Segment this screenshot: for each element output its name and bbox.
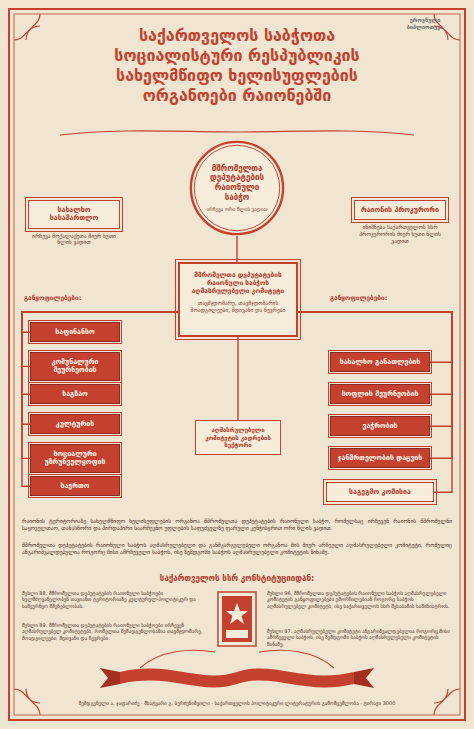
section-heading: საქართველოს სსრ კონსტიტუციიდან: xyxy=(80,574,394,584)
connector-line xyxy=(22,312,178,486)
connector-line xyxy=(236,236,237,262)
node-title: მშრომელთა დეპუტატების რაიონული საბჭოს აღ… xyxy=(186,271,290,295)
department-box: საგზაო xyxy=(30,384,120,404)
department-box: სოფლის მეურნეობის xyxy=(330,384,430,404)
prosecutor-box: რაიონის პროკურორიინიშნება საქართველოს სს… xyxy=(354,200,446,220)
department-box: საერთო xyxy=(30,476,120,496)
connector-line xyxy=(298,312,452,426)
department-box: სახალხო განათლების xyxy=(330,352,430,372)
note-text: რაიონის ტერიტორიაზე სახელმწიფო ხელისუფლე… xyxy=(22,518,452,532)
connector-line xyxy=(298,312,452,394)
sector-box: აღმასრულებელი კომიტეტის კადრების სექტორი xyxy=(195,420,281,455)
connector-line xyxy=(237,337,238,420)
department-box: კომუნალური მეურნეობის xyxy=(30,352,120,381)
node-title: სოფლის მეურნეობის xyxy=(335,390,425,398)
connector-line xyxy=(22,312,178,424)
watermark: ეროვნული ბიბლიოთეკა xyxy=(392,17,458,31)
node-title: კულტურის xyxy=(35,420,115,428)
node-note: ირჩევა ორი წლის ვადით xyxy=(207,206,268,212)
node-title: სოციალური უზრუნველყოფის xyxy=(35,450,115,467)
node-title: რაიონის პროკურორი xyxy=(359,206,441,214)
node-title: სახალხო განათლების xyxy=(335,358,425,366)
node-title: სახალხო სასამართლო xyxy=(33,206,115,223)
department-box: კულტურის xyxy=(30,414,120,434)
connector-line xyxy=(22,312,178,458)
node-title: საერთო xyxy=(35,482,115,490)
note-text: მშრომელთა დეპუტატების რაიონული საბჭოს აღ… xyxy=(22,542,452,556)
executive-committee-box: მშრომელთა დეპუტატების რაიონული საბჭოს აღ… xyxy=(178,262,298,337)
connector-line xyxy=(22,312,178,394)
connector-line xyxy=(298,312,452,458)
court-box: სახალხო სასამართლოირჩევა მოქალაქეთა მიერ… xyxy=(28,200,120,229)
node-title: საფინანსო xyxy=(35,328,115,336)
corner-curls xyxy=(14,14,460,715)
article-text: მუხლი 97. აღმასრულებელი კომიტეტი ანგარიშ… xyxy=(267,628,452,647)
node-note: თავმჯდომარე, თავმჯდომარის მოადგილეები, მ… xyxy=(186,300,290,314)
node-note: ირჩევა მოქალაქეთა მიერ ხუთი წლის ვადით xyxy=(25,233,123,246)
ribbon-garland xyxy=(100,650,374,688)
node-note: ინიშნება საქართველოს სსრ პროკურორის მიერ… xyxy=(351,224,449,244)
connector-line xyxy=(298,312,452,492)
department-box: სოციალური უზრუნველყოფის xyxy=(30,444,120,473)
node-title: კომუნალური მეურნეობის xyxy=(35,358,115,375)
node-title: საგეგმო კომისია xyxy=(331,488,429,496)
article-text: მუხლი 96. მშრომელთა დეპუტატების რაიონული… xyxy=(267,590,452,609)
department-box: ჯანმრთელობის დაცვის xyxy=(330,448,430,468)
imprint-text: შემდგენელი ა. ჯაფარიძე · მხატვარი გ. ბერ… xyxy=(22,700,452,706)
article-text: მუხლი 88. მშრომელთა დეპუტატების რაიონული… xyxy=(22,590,207,609)
node-title: ვაჭრობის xyxy=(335,422,425,430)
group-heading: განყოფილებები: xyxy=(330,294,450,302)
outer-border xyxy=(9,9,465,720)
poster-title: საქართველოს საბჭოთა სოციალისტური რესპუბლ… xyxy=(77,26,397,106)
group-heading: განყოფილებები: xyxy=(24,294,144,302)
node-title: ჯანმრთელობის დაცვის xyxy=(335,454,425,462)
department-box: ვაჭრობის xyxy=(330,416,430,436)
inner-border xyxy=(14,14,460,715)
node-title: საგზაო xyxy=(35,390,115,398)
council-circle: მშრომელთა დეპუტატების რაიონული საბჭო ირჩე… xyxy=(189,140,285,236)
node-title: მშრომელთა დეპუტატების რაიონული საბჭო xyxy=(203,164,271,202)
node-title: აღმასრულებელი კომიტეტის კადრების სექტორი xyxy=(200,426,276,449)
article-text: მუხლი 89. მშრომელთა დეპუტატების რაიონული… xyxy=(22,622,207,641)
commission-box: საგეგმო კომისია xyxy=(326,482,434,502)
department-box: საფინანსო xyxy=(30,322,120,342)
state-emblem xyxy=(218,592,256,646)
